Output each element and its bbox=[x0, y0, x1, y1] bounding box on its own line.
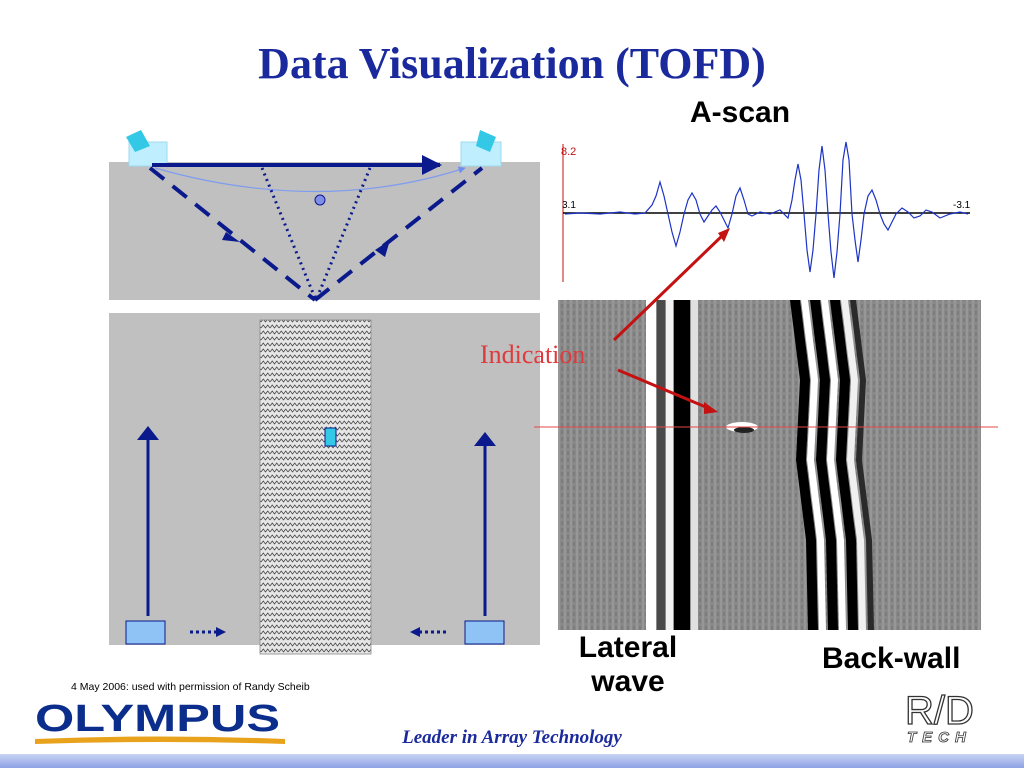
backwall-band-4 bbox=[821, 300, 846, 630]
bscan-image bbox=[534, 300, 998, 630]
scan-arrowhead-left bbox=[137, 426, 159, 440]
lateral-band-white-1 bbox=[646, 300, 656, 630]
backwall-ray-down bbox=[148, 166, 317, 302]
ascan-top-value: 8.2 bbox=[561, 146, 576, 158]
ascan-right-value: -3.1 bbox=[953, 200, 971, 211]
rd-logo-word: TECH bbox=[907, 729, 972, 746]
lateral-band-white-2 bbox=[666, 300, 673, 630]
pointer-arrowhead-bscan bbox=[704, 402, 718, 414]
weld-zone bbox=[259, 319, 372, 655]
company-logo-text: OLYMPUS bbox=[35, 698, 280, 740]
ascan-waveform bbox=[564, 141, 969, 279]
beam-arrowhead-left bbox=[216, 627, 226, 637]
slide-title: Data Visualization (TOFD) bbox=[258, 39, 766, 88]
side-view-panel bbox=[109, 130, 540, 302]
backwall-band-1 bbox=[790, 300, 818, 630]
ray-arrowhead-down bbox=[222, 232, 240, 242]
footnote: 4 May 2006: used with permission of Rand… bbox=[71, 681, 310, 693]
top-view-panel bbox=[109, 313, 540, 655]
rd-logo-mark: R/D bbox=[905, 690, 974, 733]
indication-label: Indication bbox=[480, 340, 586, 369]
beam-arrowhead-right bbox=[410, 627, 420, 637]
backwall-band-5 bbox=[830, 300, 858, 630]
bottom-band bbox=[0, 754, 1024, 768]
rd-tech-logo: R/D TECH bbox=[904, 690, 974, 746]
receiver-probe-top bbox=[464, 620, 505, 645]
flaw-indicator bbox=[314, 194, 326, 206]
specimen-side-section bbox=[109, 162, 540, 300]
company-logo: OLYMPUS bbox=[35, 698, 285, 744]
lateral-band-gray bbox=[657, 300, 665, 630]
lateral-wave-label: Lateral wave bbox=[578, 631, 678, 698]
transmitter-probe bbox=[126, 130, 168, 167]
ray-arrowhead-up bbox=[375, 240, 390, 257]
backwall-band-7 bbox=[850, 300, 874, 630]
indication-blip-dark bbox=[734, 427, 754, 433]
backwall-label: Back-wall bbox=[822, 642, 961, 675]
scan-arrowhead-right bbox=[474, 432, 496, 446]
indication-pointer-to-bscan bbox=[617, 368, 709, 410]
ascan-label: A-scan bbox=[690, 96, 791, 129]
transmitter-probe-top bbox=[125, 620, 166, 645]
defect-marker bbox=[324, 427, 337, 447]
backwall-band-6 bbox=[841, 300, 866, 630]
ascan-plot: 8.2 3.1 -3.1 bbox=[560, 140, 980, 290]
tagline: Leader in Array Technology bbox=[402, 727, 622, 748]
backwall-band-2 bbox=[801, 300, 826, 630]
ascan-left-value: 3.1 bbox=[562, 200, 576, 211]
backwall-band-3 bbox=[810, 300, 838, 630]
diffraction-path bbox=[154, 166, 466, 193]
lateral-band-black bbox=[674, 300, 690, 630]
logo-swoosh bbox=[35, 736, 285, 744]
backwall-ray-up bbox=[313, 166, 484, 302]
bscan-background bbox=[558, 300, 981, 630]
pointer-arrowhead-ascan bbox=[718, 228, 730, 242]
receiver-probe bbox=[460, 130, 502, 167]
lateral-band-white-3 bbox=[691, 300, 698, 630]
indication-pointer-to-ascan bbox=[612, 232, 726, 342]
